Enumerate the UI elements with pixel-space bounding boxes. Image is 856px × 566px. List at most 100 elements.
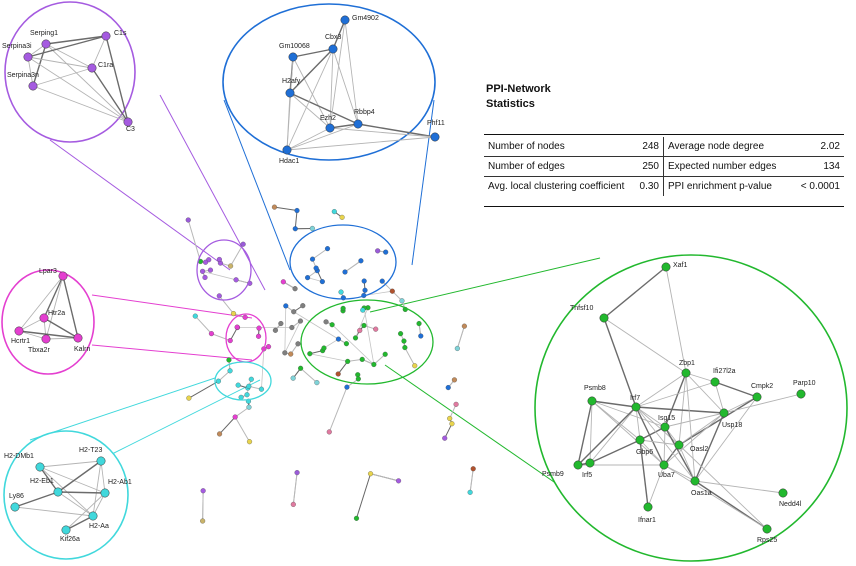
stat-label: Expected number edges [668, 161, 777, 172]
network-node [361, 322, 367, 329]
inset-edge [45, 337, 79, 340]
inset-edge [694, 480, 784, 494]
gene-node [288, 52, 298, 62]
inset-edge [332, 19, 346, 50]
gene-label: Ly86 [9, 493, 24, 500]
network-node [449, 421, 455, 427]
pink-inset-circle [1, 269, 95, 375]
gene-node [23, 52, 33, 62]
inset-edge [91, 35, 107, 69]
stat-value: 2.02 [820, 141, 840, 152]
stat-label: Number of nodes [488, 141, 565, 152]
gene-label: Irf5 [582, 472, 592, 479]
gene-label: Nedd4l [779, 501, 802, 508]
network-node [292, 226, 298, 232]
inset-edge [635, 406, 665, 466]
network-node [326, 429, 332, 435]
green-connector-line [369, 257, 601, 313]
gene-label: H2-DMb1 [4, 453, 34, 460]
gene-node [599, 313, 609, 323]
gene-node [101, 31, 111, 41]
network-edge [331, 324, 375, 365]
inset-edge [18, 330, 47, 340]
network-node [278, 320, 284, 327]
network-node [300, 303, 306, 309]
network-node [297, 318, 304, 324]
gene-node [53, 487, 63, 497]
gene-label: H2afy [282, 78, 301, 85]
inset-blue: Gm4902Gm10068Cbx3H2afyRbbp4Ezh2Phf11Hdac… [222, 3, 445, 165]
inset-edge [27, 35, 107, 58]
network-edge [187, 219, 201, 262]
inset-edge [329, 127, 436, 138]
network-node [383, 249, 389, 255]
inset-edge [292, 56, 331, 129]
gene-label: H2-T23 [79, 447, 102, 454]
inset-edge [714, 381, 758, 398]
network-edge [294, 210, 298, 229]
blue-connector-line [223, 99, 291, 271]
network-node [361, 278, 367, 284]
network-node [289, 324, 295, 331]
inset-edge [663, 426, 666, 466]
network-node [208, 331, 215, 337]
network-edge [449, 404, 457, 419]
cyan-connector-line [109, 379, 261, 456]
network-edge [284, 320, 301, 354]
gene-label: Cbx3 [325, 34, 341, 41]
network-edge [293, 311, 339, 340]
network-node [335, 336, 341, 342]
network-edge [274, 206, 298, 212]
network-node [447, 415, 453, 422]
inset-edge [289, 48, 334, 94]
inset-edge [685, 372, 696, 482]
network-node [242, 314, 248, 320]
gene-label: Serping1 [30, 30, 58, 37]
network-node [398, 331, 404, 337]
network-node [314, 380, 320, 386]
gene-node [41, 334, 51, 344]
network-node [200, 268, 206, 274]
gene-label: Uba7 [658, 472, 675, 479]
network-node [288, 351, 294, 357]
inset-edge [591, 400, 637, 408]
network-node [192, 313, 198, 319]
network-node [272, 327, 278, 333]
network-node [355, 372, 361, 378]
network-edge [312, 248, 328, 260]
network-edge [444, 423, 453, 439]
network-node [307, 351, 313, 357]
inset-edge [18, 275, 64, 332]
gene-node [41, 39, 51, 49]
gene-node [325, 123, 335, 133]
network-edge [356, 473, 372, 519]
gene-label: Kalrn [74, 346, 90, 353]
network-node [240, 241, 246, 247]
inset-edge [635, 406, 641, 441]
gene-node [39, 313, 49, 323]
inset-edge [577, 400, 593, 466]
gene-label: Phf11 [427, 120, 445, 127]
gene-label: Oasl2 [690, 446, 708, 453]
network-node [305, 275, 311, 281]
gene-label: Isg15 [658, 415, 675, 422]
gene-label: Cmpk2 [751, 383, 773, 390]
inset-edge [639, 439, 665, 466]
network-node [362, 287, 368, 293]
gene-node [710, 377, 720, 387]
network-node [331, 209, 337, 215]
inset-edge [664, 412, 725, 428]
network-node [445, 385, 451, 391]
network-node [292, 286, 298, 292]
network-node [470, 466, 476, 472]
inset-edge [591, 400, 665, 466]
network-node [232, 414, 238, 420]
network-node [186, 395, 192, 401]
inset-edge [678, 412, 725, 446]
cluster-highlight-ellipse [300, 299, 434, 385]
